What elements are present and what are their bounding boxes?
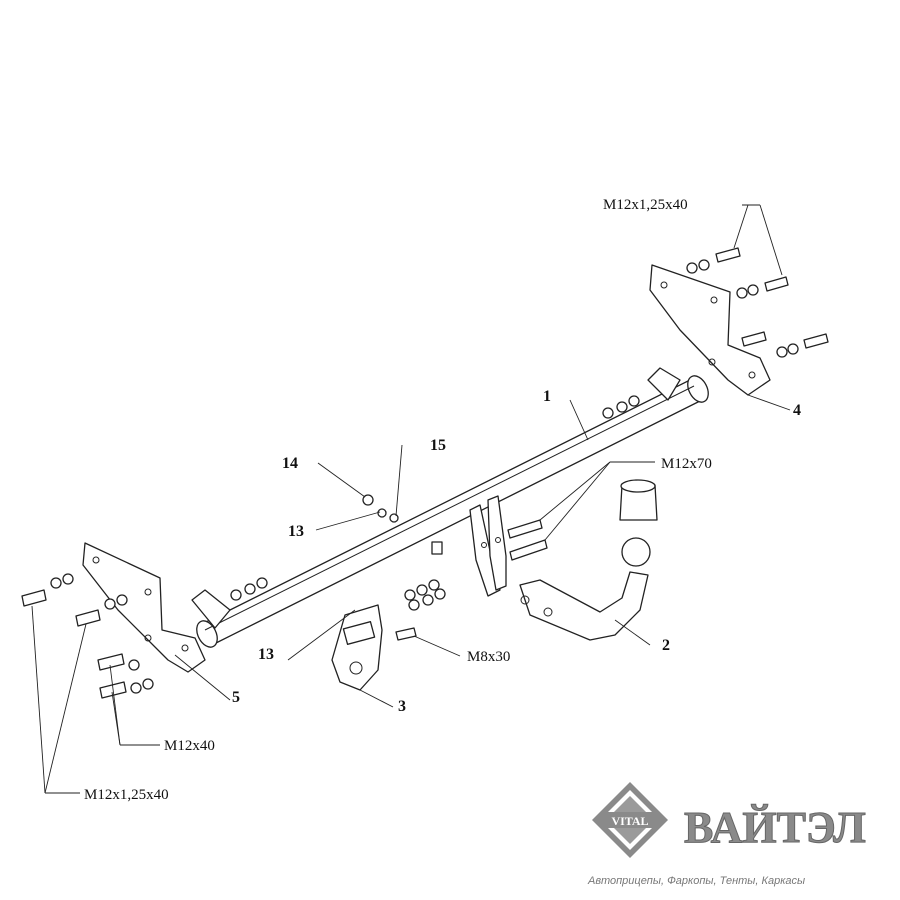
crossbar (196, 375, 709, 648)
tow-ball (519, 479, 658, 641)
labels: M12x1,25x40 1 4 15 14 M12x70 13 2 13 M8x… (84, 197, 801, 803)
label-part-5: 5 (232, 689, 240, 706)
label-part-14: 14 (282, 455, 298, 472)
label-part-13-lower: 13 (258, 646, 274, 663)
label-socket-bolt: M8x30 (467, 649, 510, 665)
fasteners (21, 247, 829, 699)
label-part-1: 1 (543, 388, 551, 405)
label-part-4: 4 (793, 402, 801, 419)
left-bracket (82, 542, 231, 673)
brand-name: ВАЙТЭЛ (684, 803, 866, 852)
label-top-right-bolt: M12x1,25x40 (603, 197, 688, 213)
vital-emblem: VITAL (592, 782, 668, 858)
label-part-13-upper: 13 (288, 523, 304, 540)
label-part-2: 2 (662, 637, 670, 654)
leader-lines (31, 204, 791, 794)
ball-mount-plates (469, 495, 507, 597)
emblem-text: VITAL (611, 814, 648, 828)
label-part-3: 3 (398, 698, 406, 715)
label-left-bracket-bolts: M12x40 (164, 738, 215, 754)
socket-plate (331, 604, 383, 691)
label-ball-bolts: M12x70 (661, 456, 712, 472)
right-bracket (647, 264, 771, 401)
label-left-bottom-bolt: M12x1,25x40 (84, 787, 169, 803)
vital-logo: VITAL ВАЙТЭЛ Автоприцепы, Фаркопы, Тенты… (587, 782, 866, 887)
brand-tagline: Автоприцепы, Фаркопы, Тенты, Каркасы (587, 875, 805, 887)
label-part-15: 15 (430, 437, 446, 454)
